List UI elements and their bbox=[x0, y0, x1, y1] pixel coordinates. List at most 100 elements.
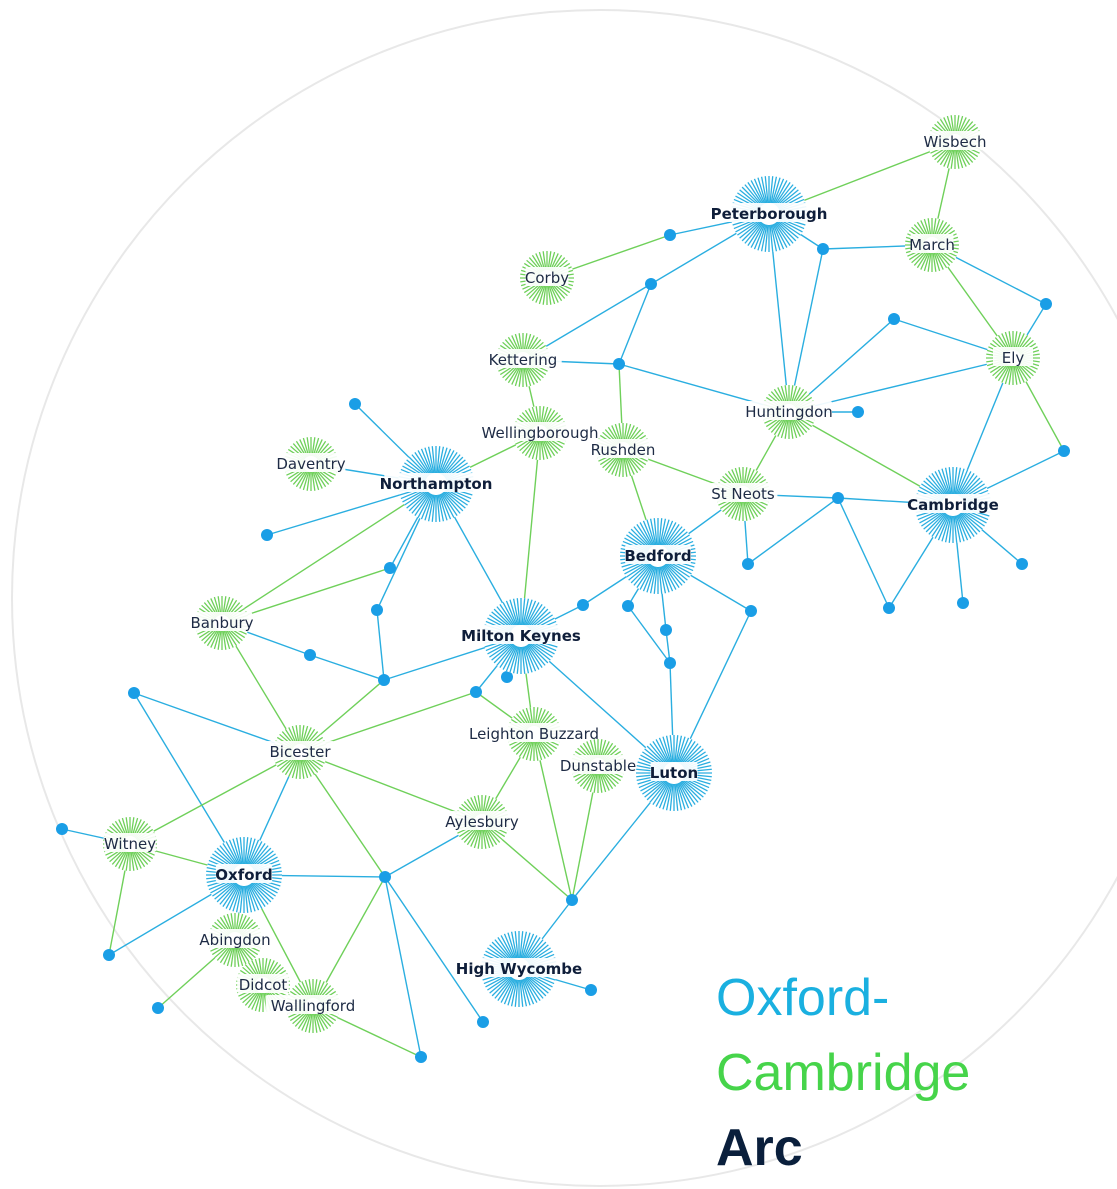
town-label: March bbox=[909, 236, 955, 254]
town-label: Banbury bbox=[190, 614, 253, 632]
link-h2-h5 bbox=[618, 283, 652, 365]
hub-dot bbox=[128, 687, 140, 699]
town-oxford: Oxford bbox=[206, 837, 282, 913]
town-banbury: Banbury bbox=[190, 596, 254, 650]
town-label: Bedford bbox=[624, 547, 691, 565]
town-stneots: St Neots bbox=[708, 467, 778, 521]
town-bicester: Bicester bbox=[265, 725, 335, 779]
town-label: Milton Keynes bbox=[461, 627, 581, 645]
town-label: Cambridge bbox=[907, 496, 999, 514]
link-h22-h23 bbox=[376, 609, 385, 681]
hub-dot bbox=[1058, 445, 1070, 457]
town-bedford: Bedford bbox=[620, 518, 696, 594]
hub-dot bbox=[957, 597, 969, 609]
hub-dot bbox=[56, 823, 68, 835]
town-huntingdon: Huntingdon bbox=[745, 385, 833, 439]
town-label: Corby bbox=[525, 269, 569, 287]
hub-dot bbox=[1040, 298, 1052, 310]
hub-dot bbox=[664, 657, 676, 669]
link-h3-huntingdon bbox=[788, 248, 824, 413]
hub-dot bbox=[379, 871, 391, 883]
town-label: Daventry bbox=[276, 455, 345, 473]
link-h24-h23 bbox=[309, 654, 385, 681]
link-leightonbuzzard-h29 bbox=[533, 733, 573, 901]
town-dunstable: Dunstable bbox=[559, 739, 637, 793]
town-leightonbuzzard: Leighton Buzzard bbox=[465, 707, 603, 761]
town-label: Witney bbox=[104, 835, 156, 853]
link-h15-h18 bbox=[627, 605, 671, 664]
link-h9-h11 bbox=[837, 497, 890, 609]
town-daventry: Daventry bbox=[276, 437, 346, 491]
title-line-oxford: Oxford- bbox=[716, 969, 890, 1027]
link-northampton-banbury bbox=[221, 483, 437, 624]
hub-dot bbox=[832, 492, 844, 504]
town-kettering: Kettering bbox=[484, 333, 562, 387]
town-label: Wisbech bbox=[924, 133, 987, 151]
town-label: Rushden bbox=[591, 441, 656, 459]
hub-dot bbox=[817, 243, 829, 255]
hub-dot bbox=[304, 649, 316, 661]
town-wisbech: Wisbech bbox=[924, 115, 987, 169]
hub-dot bbox=[152, 1002, 164, 1014]
hub-dot bbox=[261, 529, 273, 541]
town-ely: Ely bbox=[986, 331, 1040, 385]
town-luton: Luton bbox=[636, 735, 712, 811]
town-label: Bicester bbox=[269, 743, 331, 761]
town-label: Wellingborough bbox=[482, 424, 599, 442]
town-label: Abingdon bbox=[199, 931, 270, 949]
title-line-arc: Arc bbox=[716, 1119, 803, 1177]
hubs-layer bbox=[56, 229, 1070, 1063]
link-h28-h34 bbox=[384, 876, 422, 1058]
hub-dot bbox=[622, 600, 634, 612]
hub-dot bbox=[664, 229, 676, 241]
town-wallingford: Wallingford bbox=[265, 979, 361, 1033]
town-label: Leighton Buzzard bbox=[469, 725, 599, 743]
hub-dot bbox=[742, 558, 754, 570]
hub-dot bbox=[585, 984, 597, 996]
link-bicester-aylesbury bbox=[299, 751, 483, 823]
hub-dot bbox=[371, 604, 383, 616]
hub-dot bbox=[477, 1016, 489, 1028]
town-wellingborough: Wellingborough bbox=[479, 406, 601, 460]
town-corby: Corby bbox=[520, 251, 574, 305]
hub-dot bbox=[852, 406, 864, 418]
hub-dot bbox=[378, 674, 390, 686]
town-peterborough: Peterborough bbox=[711, 176, 828, 252]
town-northampton: Northampton bbox=[380, 446, 493, 522]
hub-dot bbox=[566, 894, 578, 906]
town-label: St Neots bbox=[711, 485, 775, 503]
hub-dot bbox=[745, 605, 757, 617]
hub-dot bbox=[415, 1051, 427, 1063]
town-label: Kettering bbox=[489, 351, 558, 369]
town-abingdon: Abingdon bbox=[199, 913, 271, 967]
title-line-cambridge: Cambridge bbox=[716, 1044, 971, 1102]
link-h28-h33 bbox=[384, 876, 484, 1023]
town-label: Oxford bbox=[215, 866, 272, 884]
town-label: Aylesbury bbox=[445, 813, 519, 831]
hub-dot bbox=[577, 599, 589, 611]
hub-dot bbox=[660, 624, 672, 636]
hub-dot bbox=[883, 602, 895, 614]
town-label: Didcot bbox=[239, 976, 288, 994]
town-miltonkeynes: Milton Keynes bbox=[459, 598, 583, 674]
town-march: March bbox=[905, 218, 959, 272]
hub-dot bbox=[888, 313, 900, 325]
town-aylesbury: Aylesbury bbox=[443, 795, 521, 849]
town-label: Huntingdon bbox=[745, 403, 833, 421]
town-label: Wallingford bbox=[271, 997, 355, 1015]
hub-dot bbox=[103, 949, 115, 961]
town-label: High Wycombe bbox=[456, 960, 582, 978]
town-label: Luton bbox=[650, 764, 698, 782]
link-h9-h10 bbox=[747, 497, 839, 565]
town-label: Ely bbox=[1002, 349, 1025, 367]
town-rushden: Rushden bbox=[591, 423, 656, 477]
hub-dot bbox=[1016, 558, 1028, 570]
town-label: Northampton bbox=[380, 475, 493, 493]
hub-dot bbox=[501, 671, 513, 683]
hub-dot bbox=[613, 358, 625, 370]
hub-dot bbox=[349, 398, 361, 410]
outer-circle-border bbox=[11, 9, 1117, 1187]
town-label: Peterborough bbox=[711, 205, 828, 223]
